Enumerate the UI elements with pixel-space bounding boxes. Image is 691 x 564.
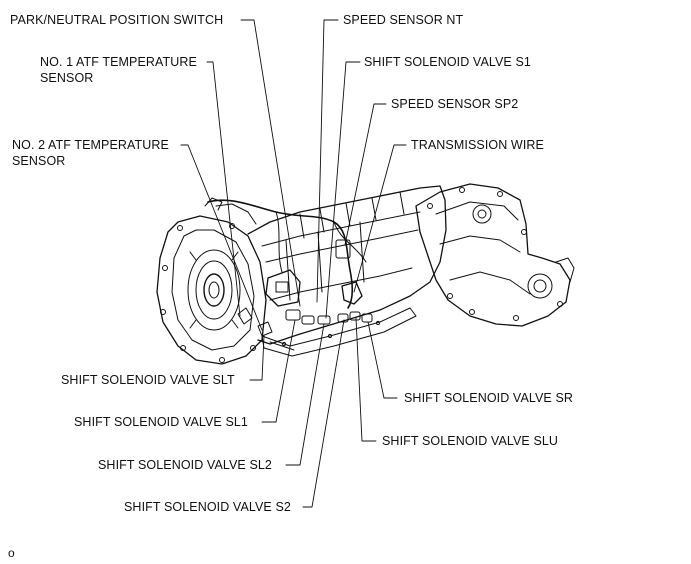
label-shift-solenoid-s2: SHIFT SOLENOID VALVE S2 (124, 500, 291, 514)
transmission-case (204, 185, 447, 357)
label-speed-sensor-sp2: SPEED SENSOR SP2 (391, 97, 519, 111)
label-shift-solenoid-s1: SHIFT SOLENOID VALVE S1 (364, 55, 531, 69)
label-shift-solenoid-slu: SHIFT SOLENOID VALVE SLU (382, 434, 559, 448)
bell-housing (156, 215, 267, 365)
label-shift-solenoid-sl2: SHIFT SOLENOID VALVE SL2 (98, 458, 272, 472)
label-atf-temp-sensor-1-line1: NO. 1 ATF TEMPERATURE (40, 55, 197, 69)
label-transmission-wire: TRANSMISSION WIRE (411, 138, 544, 152)
leader-lines (180, 19, 407, 508)
label-speed-sensor-nt: SPEED SENSOR NT (343, 13, 464, 27)
label-shift-solenoid-sl1: SHIFT SOLENOID VALVE SL1 (74, 415, 248, 429)
park-neutral-switch-body (265, 269, 301, 307)
label-atf-temp-sensor-2-line2: SENSOR (12, 154, 66, 168)
label-shift-solenoid-sr: SHIFT SOLENOID VALVE SR (404, 391, 574, 405)
label-atf-temp-sensor-1-line2: SENSOR (40, 71, 94, 85)
torque-converter (187, 249, 241, 331)
label-park-neutral-position-switch: PARK/NEUTRAL POSITION SWITCH (10, 13, 224, 27)
components (237, 239, 373, 337)
label-atf-temp-sensor-2-line1: NO. 2 ATF TEMPERATURE (12, 138, 169, 152)
transfer-case (415, 183, 575, 327)
figure-code: o (8, 546, 15, 560)
label-shift-solenoid-slt: SHIFT SOLENOID VALVE SLT (61, 373, 235, 387)
